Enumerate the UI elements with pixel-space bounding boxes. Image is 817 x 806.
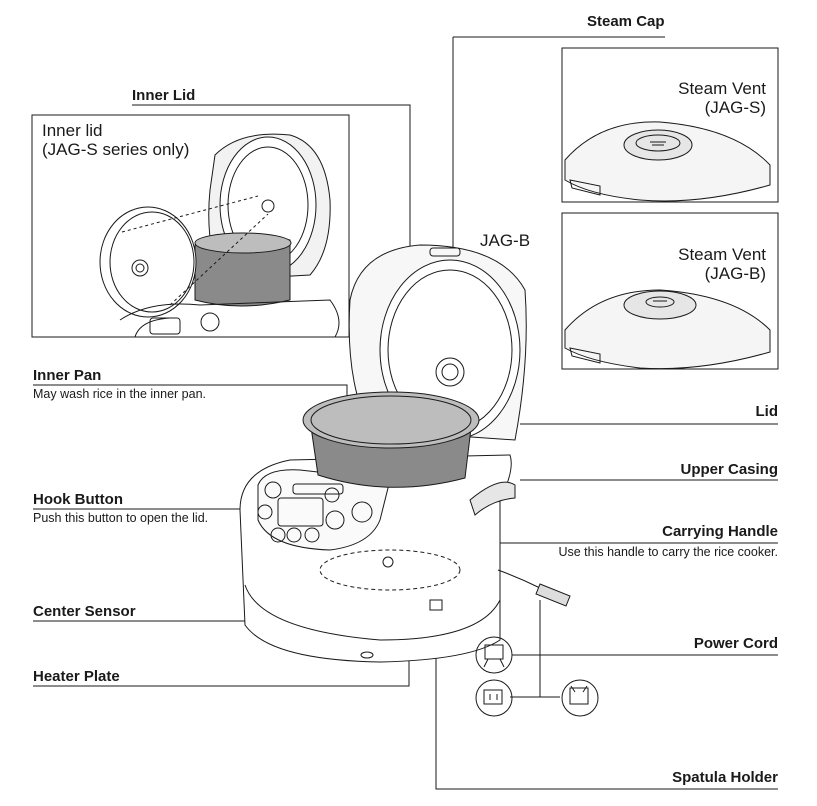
model-jag-b-label: JAG-B <box>480 231 531 250</box>
plug-icon <box>475 636 513 674</box>
steam-vent-b-line2: (JAG-B) <box>704 264 766 283</box>
steam-cap-label: Steam Cap <box>587 13 665 30</box>
steam-vent-s-line1: Steam Vent <box>678 79 766 98</box>
lid-label: Lid <box>755 403 779 420</box>
steam-vent-s-line2: (JAG-S) <box>704 98 766 117</box>
plug-icon <box>475 679 513 717</box>
steam-vent-s-illustration <box>564 121 771 202</box>
inner-lid-label: Inner Lid <box>132 87 196 104</box>
rice-cooker-illustration <box>239 244 571 663</box>
power-cord-label: Power Cord <box>693 635 778 652</box>
inner-lid-note-line1: Inner lid <box>42 121 103 140</box>
hook-button-label: Hook Button <box>33 491 123 508</box>
spatula-holder-label: Spatula Holder <box>672 769 778 786</box>
upper-casing-label: Upper Casing <box>680 461 778 478</box>
steam-vent-b-illustration <box>564 289 771 370</box>
center-sensor-label: Center Sensor <box>33 603 136 620</box>
leader-spatula-holder <box>435 610 778 790</box>
leader-power-cord <box>510 600 778 698</box>
plug-icon <box>561 679 599 717</box>
inner-pan-description: May wash rice in the inner pan. <box>33 387 207 401</box>
inner-lid-inset-frame <box>31 114 350 338</box>
steam-vent-s-frame <box>561 47 779 203</box>
leader-inner-lid <box>132 104 411 285</box>
carrying-handle-label: Carrying Handle <box>662 523 778 540</box>
carrying-handle-description: Use this handle to carry the rice cooker… <box>558 545 778 559</box>
inner-lid-note-line2: (JAG-S series only) <box>42 140 190 159</box>
steam-vent-b-line1: Steam Vent <box>678 245 766 264</box>
heater-plate-label: Heater Plate <box>33 668 120 685</box>
inner-lid-illustration <box>99 133 340 338</box>
hook-button-description: Push this button to open the lid. <box>33 511 209 525</box>
inner-pan-label: Inner Pan <box>33 367 102 384</box>
